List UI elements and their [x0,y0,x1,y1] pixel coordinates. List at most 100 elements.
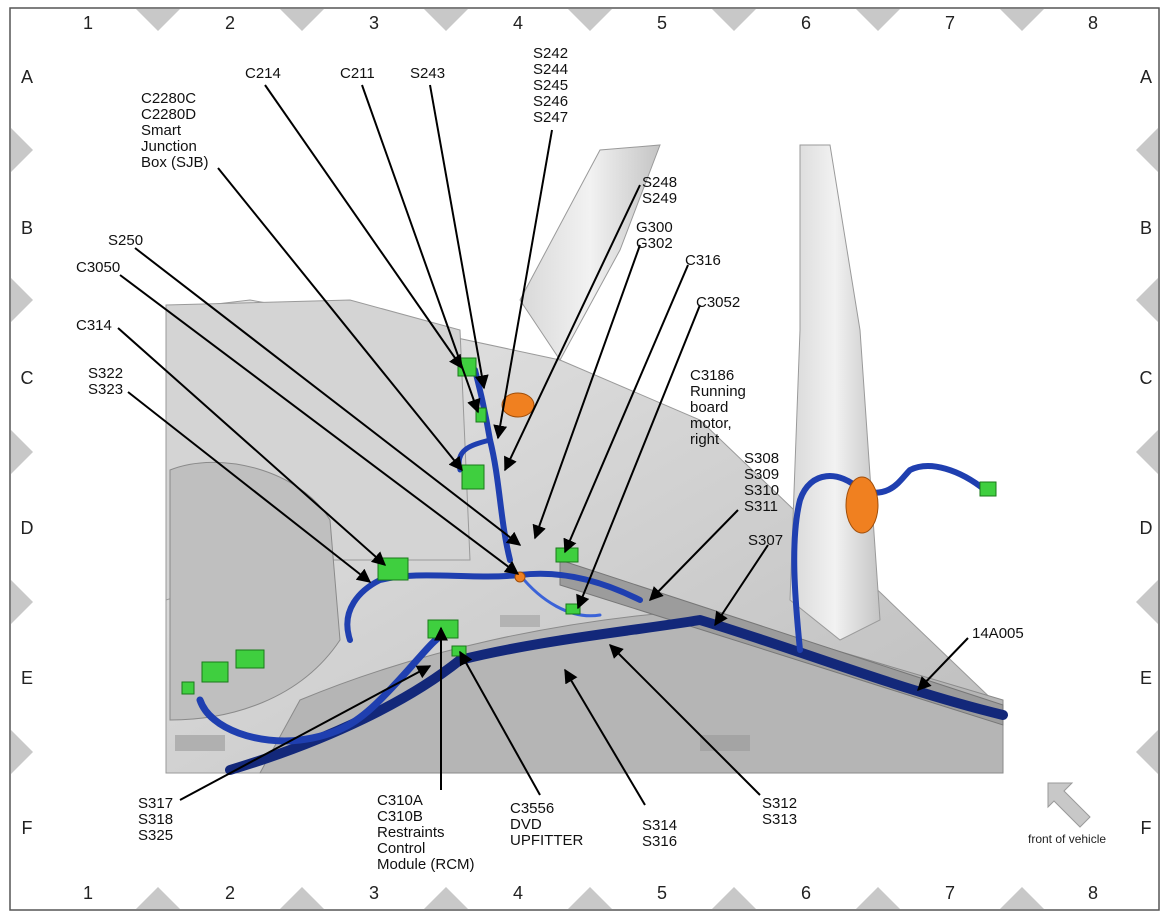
border-marker-top [424,9,468,31]
grid-column-label-top: 4 [513,13,523,33]
front-of-vehicle-indicator: front of vehicle [1028,782,1106,846]
callout-line: C2280C [141,90,196,107]
border-marker-left [11,730,33,774]
leader-c3052 [576,304,701,610]
callout-line: Running [690,383,746,400]
harness-left-branch [196,626,454,745]
leader-c3556 [459,650,541,796]
callout-c3050: C3050 [76,259,120,276]
connector-c3052 [565,603,581,615]
grid-row-label-right: C [1140,368,1153,388]
border-marker-top [280,9,324,31]
grid-row-label-left: D [21,518,34,538]
floor-vent-left [175,735,225,751]
callout-s250: S250 [108,232,143,249]
callout-line: C310B [377,808,423,825]
border-marker-top [136,9,180,31]
callout-line: C211 [340,65,375,82]
grid-column-label-bottom: 1 [83,883,93,903]
grid-row-label-right: F [1141,818,1152,838]
harness-center-loop [518,573,602,618]
callout-line: S313 [762,811,797,828]
border-marker-right [1136,430,1158,474]
callout-line: S309 [744,466,779,483]
border-marker-top [1000,9,1044,31]
border-marker-bottom [712,887,756,909]
border-marker-right [1136,278,1158,322]
grid-row-label-right: B [1140,218,1152,238]
grid-row-label-left: C [21,368,34,388]
leader-c3050 [119,274,520,575]
callout-line: right [690,431,720,448]
connector-left-1 [201,661,229,683]
callout-line: DVD [510,816,542,833]
harness-seat-branch [344,570,643,643]
callout-line: Module (RCM) [377,856,475,873]
harness-pillar-riser [472,367,513,563]
callout-line: C316 [685,252,721,269]
callout-line: C314 [76,317,112,334]
grid-column-label-bottom: 4 [513,883,523,903]
floor-vent-center [500,615,540,627]
leader-c214 [264,84,463,370]
border-marker-right [1136,730,1158,774]
connector-c310 [427,619,459,639]
callout-line: Box (SJB) [141,154,209,171]
border-marker-bottom [856,887,900,909]
callout-line: Restraints [377,824,445,841]
grid-column-label-top: 1 [83,13,93,33]
callout-line: S308 [744,450,779,467]
callout-line: S307 [748,532,783,549]
leader-lines [117,84,969,806]
connector-c316 [555,547,579,563]
callout-line: 14A005 [972,625,1024,642]
grid-row-label-left: F [22,818,33,838]
callout-line: S249 [642,190,677,207]
grid-row-label-right: A [1140,67,1152,87]
callout-line: board [690,399,728,416]
grid-column-label-top: 3 [369,13,379,33]
connector-orange-upper [501,392,535,418]
callout-line: S316 [642,833,677,850]
callout-line: S243 [410,65,445,82]
callout-14a005: 14A005 [972,625,1024,642]
grid-column-label-bottom: 6 [801,883,811,903]
border-marker-bottom [280,887,324,909]
callout-line: C310A [377,792,423,809]
leader-c211 [361,84,481,414]
connector-c314 [377,557,409,581]
callout-line: S247 [533,109,568,126]
border-marker-left [11,430,33,474]
leader-c316 [563,264,689,554]
leader-s250 [134,247,522,546]
callout-c316: C316 [685,252,721,269]
connector-left-3 [181,681,195,695]
border-marker-right [1136,580,1158,624]
callout-c3052: C3052 [696,294,740,311]
callout-line: S312 [762,795,797,812]
grid-column-label-bottom: 7 [945,883,955,903]
callout-line: S250 [108,232,143,249]
grid-column-label-bottom: 3 [369,883,379,903]
grid-column-label-bottom: 2 [225,883,235,903]
leader-s322 [127,391,372,583]
border-marker-left [11,278,33,322]
callout-line: S325 [138,827,173,844]
callout-line: S311 [744,498,778,515]
grid-column-label-top: 8 [1088,13,1098,33]
leader-s307 [714,544,769,627]
b-pillar [519,144,661,361]
leader-14a005 [917,637,969,692]
border-marker-right [1136,128,1158,172]
leader-c2280 [217,167,463,472]
connector-left-2 [235,649,265,669]
callout-line: C2280D [141,106,196,123]
